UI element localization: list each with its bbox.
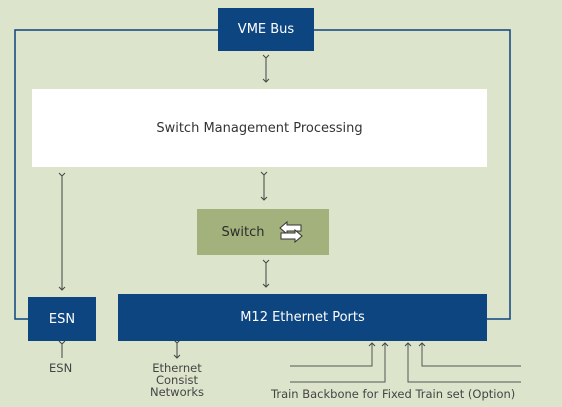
bus-outline-left [14,29,218,320]
backbone-line-1 [290,342,376,367]
vme-bus-block: VME Bus [218,8,314,51]
ethernet-consist-line-2: Consist [155,373,199,387]
esn-label: ESN [48,311,76,327]
switch-label: Switch [221,224,265,240]
backbone-line-4 [404,342,521,383]
bus-outline-right [314,29,511,320]
train-backbone-label: Train Backbone for Fixed Train set (Opti… [271,387,516,401]
esn-external-label: ESN [49,361,73,375]
ethernet-consist-label: Ethernet Consist Networks [137,362,217,398]
backbone-line-2 [290,342,389,383]
switch-block: Switch [197,209,329,255]
backbone-line-3 [418,342,521,367]
esn-block: ESN [28,297,96,341]
switch-management-block: Switch Management Processing [32,89,487,167]
ethernet-consist-line-3: Networks [149,385,204,399]
vme-bus-label: VME Bus [237,22,295,37]
switch-arrows-icon [278,220,304,244]
m12-ethernet-ports-block: M12 Ethernet Ports [118,294,487,341]
switch-management-label: Switch Management Processing [156,120,363,136]
m12-ethernet-ports-label: M12 Ethernet Ports [240,310,365,325]
ethernet-consist-line-1: Ethernet [152,361,202,375]
